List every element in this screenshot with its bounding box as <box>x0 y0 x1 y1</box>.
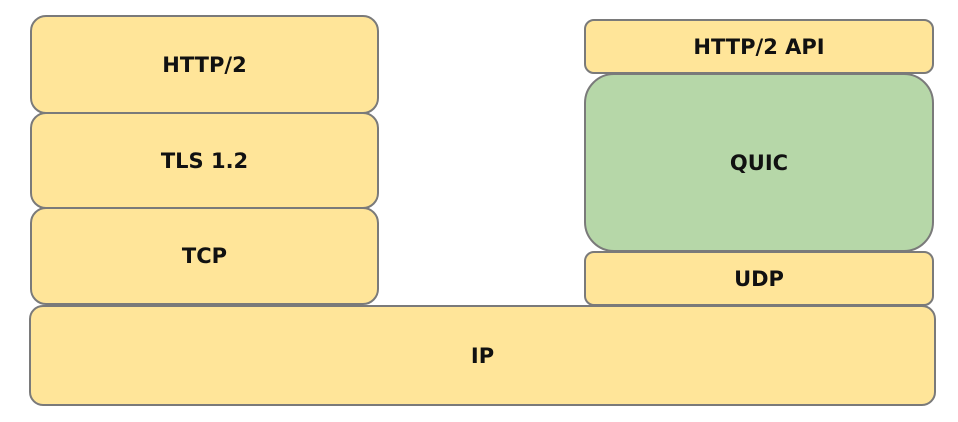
layer-udp: UDP <box>584 251 934 306</box>
layer-ip: IP <box>29 305 936 406</box>
layer-label: IP <box>470 343 495 368</box>
layer-label: TLS 1.2 <box>160 148 249 173</box>
layer-http2-api: HTTP/2 API <box>584 19 934 74</box>
layer-tls: TLS 1.2 <box>30 112 379 209</box>
layer-tcp: TCP <box>30 207 379 305</box>
layer-label: UDP <box>734 266 784 291</box>
layer-label: QUIC <box>729 150 789 175</box>
layer-label: HTTP/2 API <box>693 34 825 59</box>
layer-http2: HTTP/2 <box>30 15 379 114</box>
layer-label: HTTP/2 <box>162 52 247 77</box>
layer-label: TCP <box>181 244 228 268</box>
layer-quic: QUIC <box>584 73 934 252</box>
